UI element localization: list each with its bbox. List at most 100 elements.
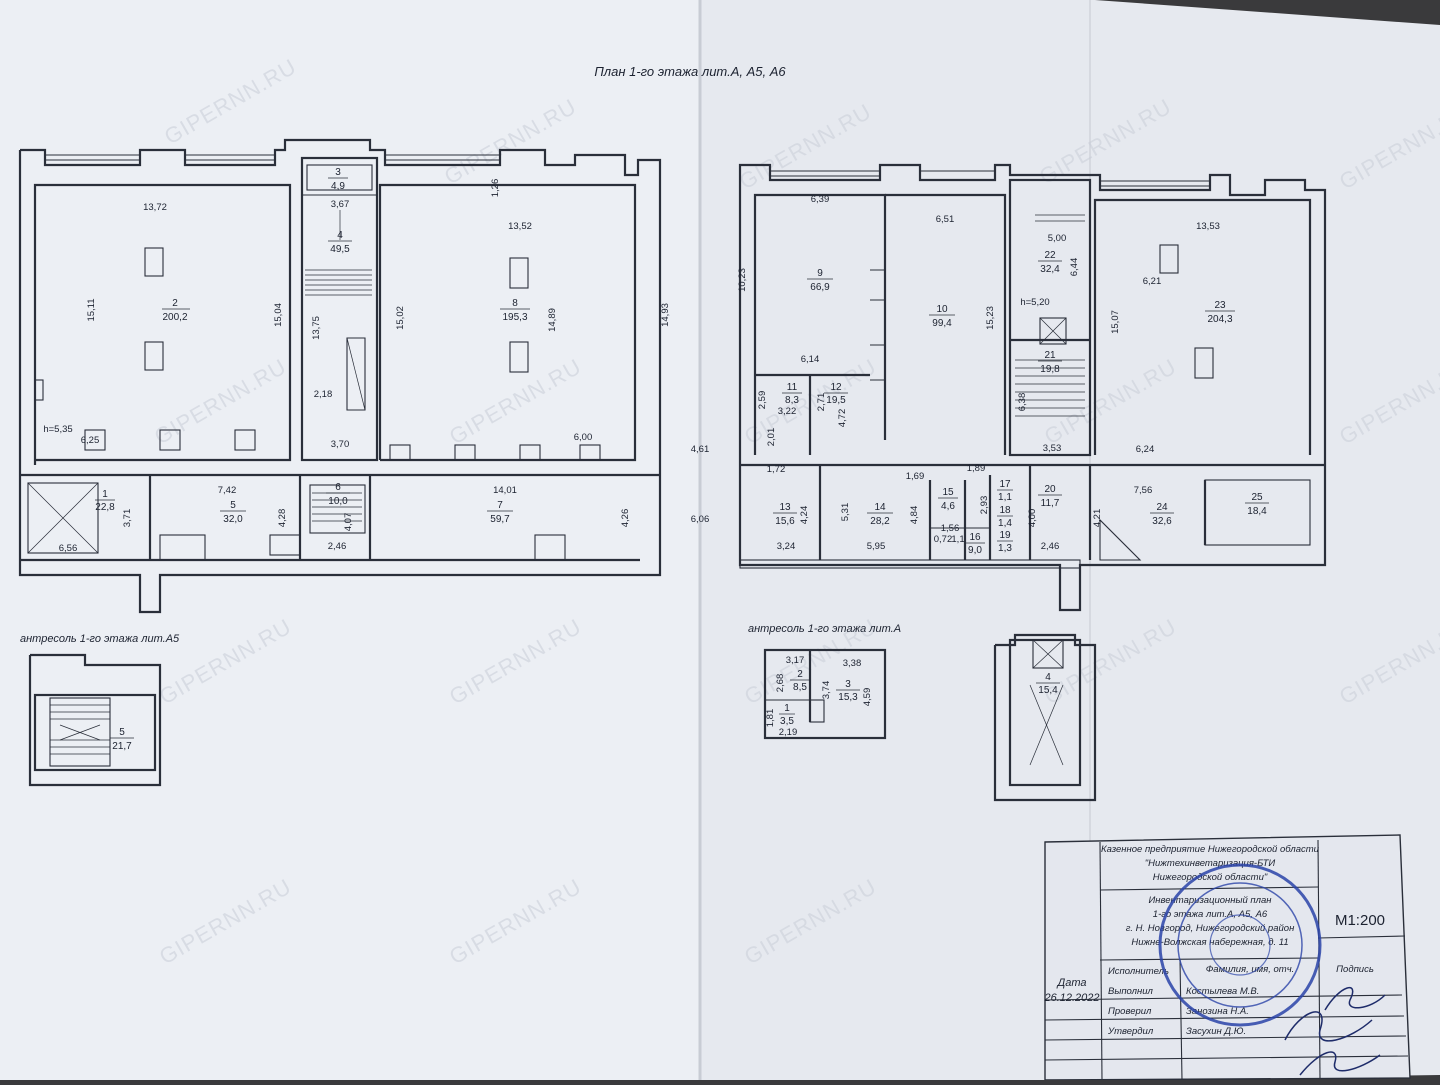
svg-text:7: 7 [497,500,503,511]
dimension: 3,22 [778,406,797,417]
mezz-room-2: 28,5 [790,669,810,693]
dimension: 6,51 [936,214,955,225]
room-11: 118,3 [782,382,802,406]
svg-text:32,6: 32,6 [1152,516,1172,527]
room-15: 154,6 [938,487,958,512]
svg-text:11: 11 [787,382,798,393]
svg-text:16: 16 [969,532,981,543]
dimension: 6,06 [691,514,710,525]
svg-text:195,3: 195,3 [502,312,527,323]
svg-text:204,3: 204,3 [1207,314,1232,325]
dimension: 5,31 [840,503,851,522]
room-1: 122,8 [95,489,115,513]
dimension: 4,84 [909,506,920,525]
dimension: 4,72 [837,409,848,428]
svg-text:2: 2 [797,669,803,680]
dimension: 2,01 [766,428,777,447]
dimension: 6,24 [1136,444,1155,455]
dimension: 0,72 [934,534,953,545]
dimension: 3,53 [1043,443,1062,454]
dimension: 2,19 [779,727,798,738]
dimension: 2,46 [328,541,347,552]
svg-text:1,4: 1,4 [998,518,1012,529]
dimension: 1,69 [906,471,925,482]
svg-text:12: 12 [830,382,842,393]
svg-text:9,0: 9,0 [968,545,982,556]
dimension: 13,72 [143,202,167,213]
room-16: 169,0 [965,532,985,556]
dimension: 2,46 [1041,541,1060,552]
dimension: 15,23 [985,306,996,330]
svg-text:25: 25 [1251,492,1263,503]
svg-text:1: 1 [102,489,108,500]
dimension: 14,01 [493,485,517,496]
dimension: 1,81 [765,709,776,728]
dimension-labels: 13,72 15,11 15,04 6,25 h=5,35 7,42 3,71 … [43,179,1220,738]
stair-4 [305,210,372,411]
left-building [18,138,662,614]
dimension: 13,75 [311,316,322,340]
role-label: Выполнил [1108,986,1153,997]
dimension: 5,00 [1048,233,1067,244]
mezz-room-5: 521,7 [110,727,134,752]
room-6: 610,0 [326,482,350,507]
svg-text:15,6: 15,6 [775,516,795,527]
dimension: 4,28 [277,509,288,528]
mezzanine-a5-title: антресоль 1-го этажа лит.А5 [20,633,180,645]
mezzanine-a-title: антресоль 1-го этажа лит.А [748,623,901,635]
dimension: 15,11 [86,298,97,321]
dimension: h=5,35 [43,424,72,435]
role-label: Проверил [1108,1006,1152,1017]
svg-text:18: 18 [999,505,1011,516]
dimension: 15,07 [1110,310,1121,334]
svg-text:22,8: 22,8 [95,502,115,513]
svg-text:23: 23 [1214,300,1226,311]
room-17: 171,1 [997,479,1013,503]
dimension: 7,42 [218,485,237,496]
stair-21 [1015,214,1085,417]
dimension: 6,14 [801,354,820,365]
dimension: 14,93 [660,303,671,327]
dimension: 1,72 [767,464,786,475]
org-line-1: Казенное предприятие Нижегородской облас… [1101,844,1320,855]
doc-line-3: г. Н. Новгород, Нижегородский район [1126,923,1295,934]
signature-marks [1284,986,1386,1076]
title-block: Казенное предприятие Нижегородской облас… [1043,834,1411,1081]
dimension: 3,17 [786,655,805,666]
role-name: Засухин Д.Ю. [1186,1026,1246,1037]
svg-text:1,1: 1,1 [998,492,1012,503]
svg-text:28,2: 28,2 [870,516,890,527]
room-19: 191,3 [997,530,1013,554]
svg-text:20: 20 [1044,484,1056,495]
dimension: 6,00 [574,432,593,443]
room-14: 14 28,2 [867,502,893,527]
svg-text:19: 19 [999,530,1011,541]
svg-text:4: 4 [1045,672,1051,683]
dimension: 1,89 [967,463,986,474]
dimension: 2,71 [816,393,827,412]
svg-text:6: 6 [335,482,341,493]
svg-text:21,7: 21,7 [112,741,132,752]
paper-left-page [0,0,700,1080]
dimension: 4,59 [862,688,873,707]
dimension: 3,71 [122,509,133,528]
dimension: 6,56 [59,543,78,554]
svg-text:14: 14 [874,502,886,513]
room-5: 532,0 [220,500,246,525]
dimension: 3,70 [331,439,350,450]
role-label: Исполнитель [1108,966,1169,977]
svg-text:19,5: 19,5 [826,395,846,406]
svg-text:24: 24 [1156,502,1168,513]
dimension: h=5,20 [1020,297,1049,308]
dimension: 3,67 [331,199,350,210]
dimension: 13,52 [508,221,532,232]
svg-text:15,3: 15,3 [838,692,858,703]
plan-title: План 1-го этажа лит.А, А5, А6 [594,64,786,79]
dimension: 2,68 [775,674,786,693]
dimension: 1,26 [490,179,501,198]
